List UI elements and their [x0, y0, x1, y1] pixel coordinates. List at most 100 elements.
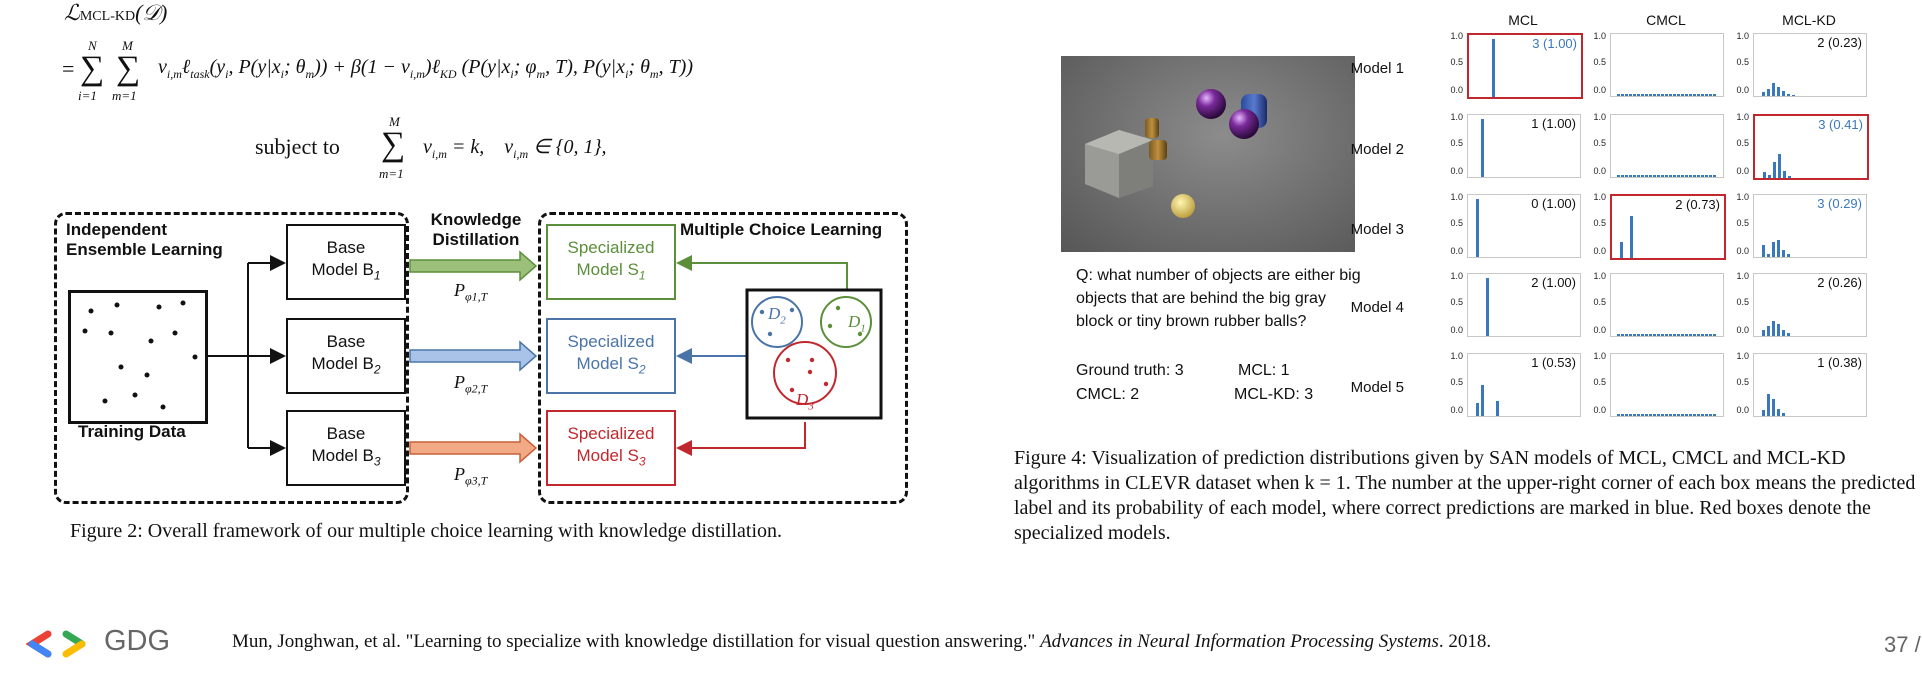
distribution-bar: [1777, 87, 1780, 96]
axis-tick-label: 1.0: [1586, 31, 1606, 41]
axis-tick-label: 1.0: [1586, 192, 1606, 202]
distribution-bar: [1481, 385, 1484, 416]
distribution-bar: [1620, 242, 1623, 258]
axis-tick-label: 0.5: [1586, 218, 1606, 228]
distribution-bar: [1481, 119, 1484, 177]
axis-tick-label: 0.5: [1729, 138, 1749, 148]
distribution-bar: [1492, 39, 1495, 97]
distribution-bar: [1783, 171, 1786, 178]
distribution-bar: [1762, 410, 1765, 416]
distribution-bar: [1788, 176, 1791, 178]
flat-distribution: [1617, 94, 1717, 96]
flat-distribution: [1617, 334, 1717, 336]
prediction-panel: 3 (1.00): [1467, 33, 1583, 99]
predicted-label: 2 (0.73): [1675, 197, 1720, 212]
axis-tick-label: 0.5: [1443, 377, 1463, 387]
axis-tick-label: 0.5: [1443, 297, 1463, 307]
predicted-label: 3 (1.00): [1532, 36, 1577, 51]
distribution-bar: [1496, 401, 1499, 416]
distribution-bar: [1782, 413, 1785, 416]
predicted-label: 1 (1.00): [1531, 116, 1576, 131]
predicted-label: 1 (0.38): [1817, 355, 1862, 370]
distribution-bar: [1486, 278, 1489, 336]
axis-tick-label: 0.5: [1729, 377, 1749, 387]
axis-tick-label: 0.0: [1729, 325, 1749, 335]
prediction-panel: [1610, 33, 1724, 97]
distribution-bar: [1787, 254, 1790, 257]
axis-tick-label: 0.5: [1443, 57, 1463, 67]
predicted-label: 3 (0.41): [1818, 117, 1863, 132]
distribution-bar: [1767, 394, 1770, 416]
row-label-model-1: Model 1: [1334, 60, 1404, 77]
axis-tick-label: 0.0: [1586, 166, 1606, 176]
axis-tick-label: 0.0: [1586, 405, 1606, 415]
prediction-panel: 2 (0.26): [1753, 273, 1867, 337]
axis-tick-label: 1.0: [1443, 192, 1463, 202]
axis-tick-label: 0.0: [1586, 325, 1606, 335]
distribution-bar: [1773, 162, 1776, 178]
prediction-panel: [1610, 114, 1724, 178]
distribution-bar: [1777, 240, 1780, 257]
column-header-mcl: MCL: [1467, 12, 1579, 28]
axis-tick-label: 0.5: [1586, 57, 1606, 67]
axis-tick-label: 1.0: [1729, 31, 1749, 41]
flat-distribution: [1617, 175, 1717, 177]
distribution-bar: [1772, 242, 1775, 257]
prediction-panel: 2 (1.00): [1467, 273, 1581, 337]
axis-tick-label: 1.0: [1443, 31, 1463, 41]
axis-tick-label: 0.0: [1729, 85, 1749, 95]
distribution-bar: [1782, 91, 1785, 96]
predicted-label: 0 (1.00): [1531, 196, 1576, 211]
distribution-bar: [1772, 399, 1775, 416]
axis-tick-label: 1.0: [1443, 271, 1463, 281]
distribution-bar: [1782, 250, 1785, 257]
distribution-bar: [1762, 330, 1765, 336]
axis-tick-label: 0.0: [1443, 166, 1463, 176]
row-label-model-2: Model 2: [1334, 141, 1404, 158]
axis-tick-label: 1.0: [1729, 112, 1749, 122]
axis-tick-label: 0.5: [1586, 297, 1606, 307]
distribution-bar: [1772, 83, 1775, 96]
predicted-label: 3 (0.29): [1817, 196, 1862, 211]
predicted-label: 2 (0.23): [1817, 35, 1862, 50]
prediction-panel: 2 (0.73): [1610, 194, 1726, 260]
figure-4-caption: Figure 4: Visualization of prediction di…: [1014, 446, 1919, 546]
prediction-panel: 0 (1.00): [1467, 194, 1581, 258]
distribution-bar: [1767, 89, 1770, 96]
row-label-model-4: Model 4: [1334, 299, 1404, 316]
prediction-panel: 1 (1.00): [1467, 114, 1581, 178]
gdg-brand: GDG: [104, 625, 170, 658]
predicted-label: 2 (0.26): [1817, 275, 1862, 290]
column-header-cmcl: CMCL: [1610, 12, 1722, 28]
distribution-bar: [1763, 172, 1766, 178]
row-label-model-3: Model 3: [1334, 221, 1404, 238]
distribution-bar: [1787, 94, 1790, 96]
distribution-bar: [1768, 175, 1771, 178]
citation: Mun, Jonghwan, et al. "Learning to speci…: [232, 631, 1491, 653]
distribution-bar: [1762, 245, 1765, 257]
figure-2-caption: Figure 2: Overall framework of our multi…: [70, 520, 782, 543]
axis-tick-label: 1.0: [1443, 351, 1463, 361]
prediction-panel: [1610, 273, 1724, 337]
axis-tick-label: 1.0: [1443, 112, 1463, 122]
axis-tick-label: 0.5: [1443, 218, 1463, 228]
axis-tick-label: 0.5: [1586, 377, 1606, 387]
kd-prob-label-3: Pφ3,T: [454, 464, 487, 489]
axis-tick-label: 1.0: [1729, 192, 1749, 202]
axis-tick-label: 0.5: [1729, 218, 1749, 228]
predicted-label: 2 (1.00): [1531, 275, 1576, 290]
axis-tick-label: 0.0: [1443, 405, 1463, 415]
distribution-bar: [1476, 403, 1479, 416]
axis-tick-label: 0.0: [1586, 85, 1606, 95]
distribution-bar: [1762, 92, 1765, 96]
distribution-bar: [1476, 199, 1479, 257]
axis-tick-label: 1.0: [1586, 351, 1606, 361]
page-number: 37 / 9: [1884, 632, 1922, 658]
distribution-bar: [1630, 216, 1633, 258]
axis-tick-label: 0.0: [1443, 246, 1463, 256]
axis-tick-label: 0.0: [1443, 325, 1463, 335]
predicted-label: 1 (0.53): [1531, 355, 1576, 370]
prediction-panel: 2 (0.23): [1753, 33, 1867, 97]
axis-tick-label: 1.0: [1729, 271, 1749, 281]
distribution-bar: [1792, 95, 1795, 96]
